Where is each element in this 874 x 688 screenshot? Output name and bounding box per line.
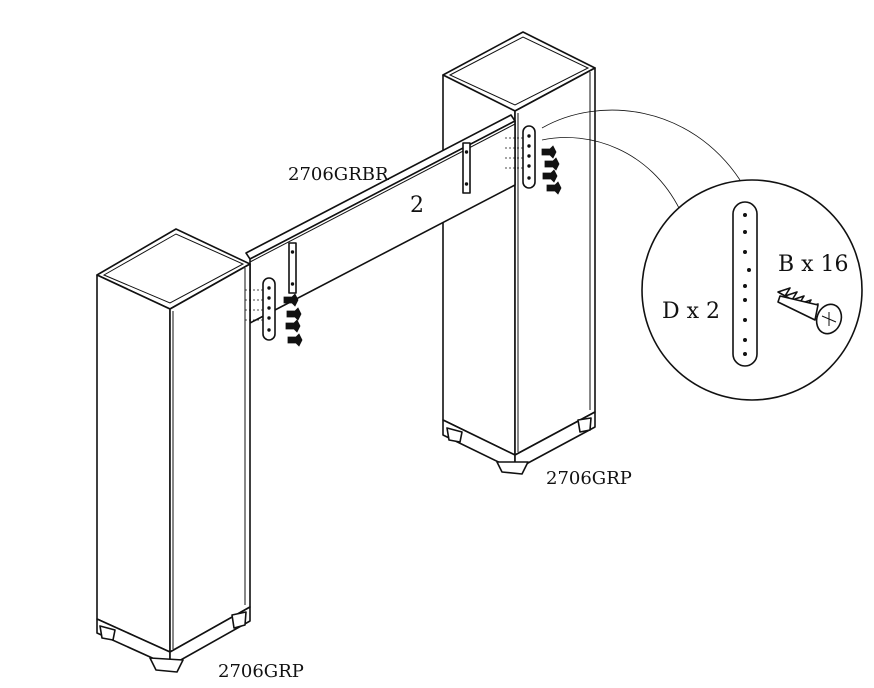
screw-icon [287,333,303,347]
screw-icon [544,157,560,171]
panel-number-label: 2 [410,193,424,218]
plate-left-cabinet [262,277,276,341]
screw-b-icon [777,287,843,335]
screw-icon [285,319,301,333]
right-cabinet [442,31,596,475]
screws-right [541,145,562,195]
right-cabinet-label: 2706GRP [546,468,632,489]
plate-right-cabinet [522,125,536,189]
screw-icon [546,181,562,195]
plate-quantity-label: D x 2 [662,299,720,324]
screw-icon [541,145,557,159]
plate-d-icon [732,201,758,367]
top-panel-label: 2706GRBR [288,164,389,185]
alignment-lines [245,137,523,321]
screws-left [283,293,303,347]
left-cabinet [96,228,251,673]
screw-icon [283,293,299,307]
left-cabinet-label: 2706GRP [218,661,304,682]
screw-icon [542,169,558,183]
screw-quantity-label: B x 16 [778,252,849,277]
screw-icon [286,307,302,321]
